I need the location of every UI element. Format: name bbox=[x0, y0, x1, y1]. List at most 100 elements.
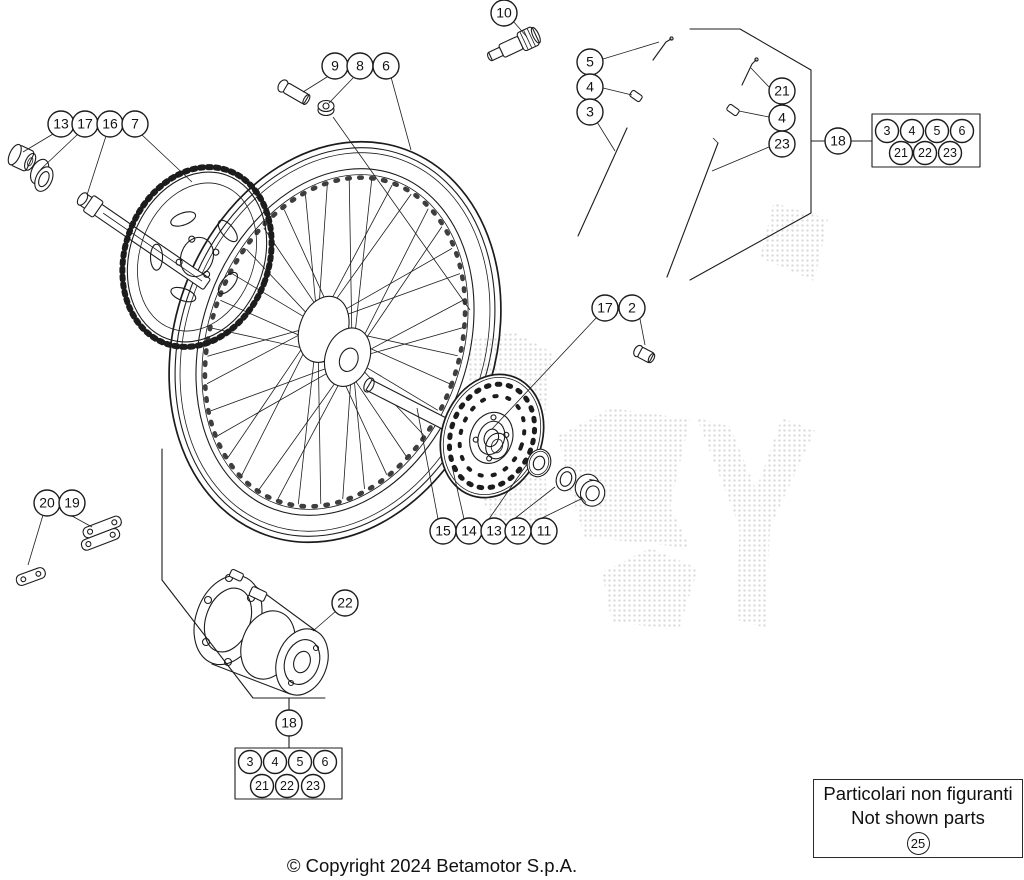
svg-text:9: 9 bbox=[331, 58, 339, 74]
svg-text:21: 21 bbox=[894, 146, 908, 160]
svg-text:4: 4 bbox=[586, 79, 594, 95]
callout-washer: 12 bbox=[504, 517, 532, 545]
sprocket-bolt bbox=[277, 79, 311, 105]
wheel-bearing bbox=[526, 448, 552, 478]
svg-text:6: 6 bbox=[959, 124, 966, 138]
callout-sprocket: 7 bbox=[121, 110, 149, 138]
svg-text:3: 3 bbox=[884, 124, 891, 138]
callout-nipple-a: 4 bbox=[576, 73, 604, 101]
svg-text:4: 4 bbox=[909, 124, 916, 138]
svg-text:19: 19 bbox=[64, 495, 80, 511]
washer bbox=[555, 466, 577, 492]
callout-rim: 6 bbox=[372, 52, 400, 80]
disc-bolt bbox=[633, 344, 656, 364]
callout-link-master: 19 bbox=[58, 489, 86, 517]
svg-text:5: 5 bbox=[586, 54, 594, 70]
callout-nut: 11 bbox=[530, 517, 558, 545]
callout-disc-bolt: 2 bbox=[618, 294, 646, 322]
group-right-item-22: 22 bbox=[912, 140, 938, 166]
group-bottom-item-3: 3 bbox=[237, 749, 263, 775]
group-box-bottom bbox=[234, 747, 343, 800]
svg-text:16: 16 bbox=[102, 116, 118, 132]
svg-text:8: 8 bbox=[356, 58, 364, 74]
not-shown-parts-box: Particolari non figuranti Not shown part… bbox=[813, 779, 1023, 858]
callout-disc: 14 bbox=[455, 517, 483, 545]
svg-text:10: 10 bbox=[496, 5, 512, 21]
svg-text:3: 3 bbox=[247, 755, 254, 769]
svg-text:22: 22 bbox=[337, 595, 353, 611]
callout-spoke-c: 21 bbox=[768, 77, 796, 105]
callout-nipple-b: 4 bbox=[768, 104, 796, 132]
group-bottom-item-5: 5 bbox=[287, 749, 313, 775]
group-right-item-5: 5 bbox=[924, 118, 950, 144]
callout-bearing: 13 bbox=[480, 517, 508, 545]
callout-sprocket-bolt: 9 bbox=[321, 52, 349, 80]
svg-text:13: 13 bbox=[486, 523, 502, 539]
group-bottom-item-4: 4 bbox=[262, 749, 288, 775]
svg-text:23: 23 bbox=[306, 779, 320, 793]
axle-bushing bbox=[7, 143, 37, 172]
wheel-rim-and-spokes bbox=[168, 140, 502, 544]
svg-text:15: 15 bbox=[435, 523, 451, 539]
callout-hub-seal: 17 bbox=[591, 294, 619, 322]
group-box-right bbox=[871, 113, 981, 168]
svg-text:18: 18 bbox=[281, 715, 297, 731]
svg-text:6: 6 bbox=[382, 58, 390, 74]
callout-spacer: 15 bbox=[429, 517, 457, 545]
group-right-item-4: 4 bbox=[899, 118, 925, 144]
spoke-nipple bbox=[629, 89, 643, 103]
callout-group-right: 18 bbox=[824, 127, 852, 155]
group-right-item-21: 21 bbox=[888, 140, 914, 166]
group-bottom-item-6: 6 bbox=[312, 749, 338, 775]
callout-hub: 22 bbox=[331, 589, 359, 617]
group-bottom-item-21: 21 bbox=[249, 773, 275, 799]
svg-text:3: 3 bbox=[586, 104, 594, 120]
svg-text:6: 6 bbox=[322, 755, 329, 769]
not-shown-parts-line-it: Particolari non figuranti bbox=[823, 782, 1013, 804]
callout-spoke-a: 5 bbox=[576, 48, 604, 76]
spoke-nipple bbox=[726, 103, 740, 117]
callout-valve: 10 bbox=[490, 0, 518, 27]
svg-text:20: 20 bbox=[39, 495, 55, 511]
svg-text:11: 11 bbox=[537, 523, 552, 539]
svg-text:18: 18 bbox=[830, 133, 846, 149]
group-bottom-item-22: 22 bbox=[274, 773, 300, 799]
group-right-item-3: 3 bbox=[874, 118, 900, 144]
svg-text:17: 17 bbox=[597, 300, 613, 316]
callout-axle: 16 bbox=[96, 110, 124, 138]
spoke-parts bbox=[577, 36, 759, 278]
sprocket bbox=[119, 164, 275, 350]
spokes bbox=[207, 184, 461, 505]
group-bottom-item-23: 23 bbox=[300, 773, 326, 799]
svg-text:17: 17 bbox=[77, 116, 93, 132]
svg-text:4: 4 bbox=[778, 110, 786, 126]
axle-nut bbox=[574, 473, 606, 507]
svg-text:22: 22 bbox=[918, 146, 932, 160]
tire-valve bbox=[487, 26, 541, 62]
leader-lines bbox=[22, 20, 770, 632]
callout-group-bottom: 18 bbox=[275, 709, 303, 737]
group-bracket-right bbox=[689, 28, 873, 281]
callout-spoke-b: 3 bbox=[576, 98, 604, 126]
svg-text:5: 5 bbox=[297, 755, 304, 769]
callout-spoke-d: 23 bbox=[768, 130, 796, 158]
callout-seal: 17 bbox=[71, 110, 99, 138]
svg-text:14: 14 bbox=[461, 523, 477, 539]
chain-master-link bbox=[80, 515, 122, 551]
callout-bushing: 13 bbox=[47, 110, 75, 138]
svg-text:4: 4 bbox=[272, 755, 279, 769]
svg-text:23: 23 bbox=[943, 146, 957, 160]
callout-link-clip: 20 bbox=[33, 489, 61, 517]
svg-text:13: 13 bbox=[53, 116, 69, 132]
svg-text:21: 21 bbox=[255, 779, 269, 793]
svg-text:5: 5 bbox=[934, 124, 941, 138]
group-right-item-23: 23 bbox=[937, 140, 963, 166]
svg-text:7: 7 bbox=[131, 116, 139, 132]
chain-clip-link bbox=[15, 567, 46, 586]
hub-assembly bbox=[193, 568, 329, 696]
brake-disc bbox=[439, 373, 545, 499]
svg-text:12: 12 bbox=[510, 523, 526, 539]
not-shown-parts-line-en: Not shown parts bbox=[851, 807, 985, 828]
